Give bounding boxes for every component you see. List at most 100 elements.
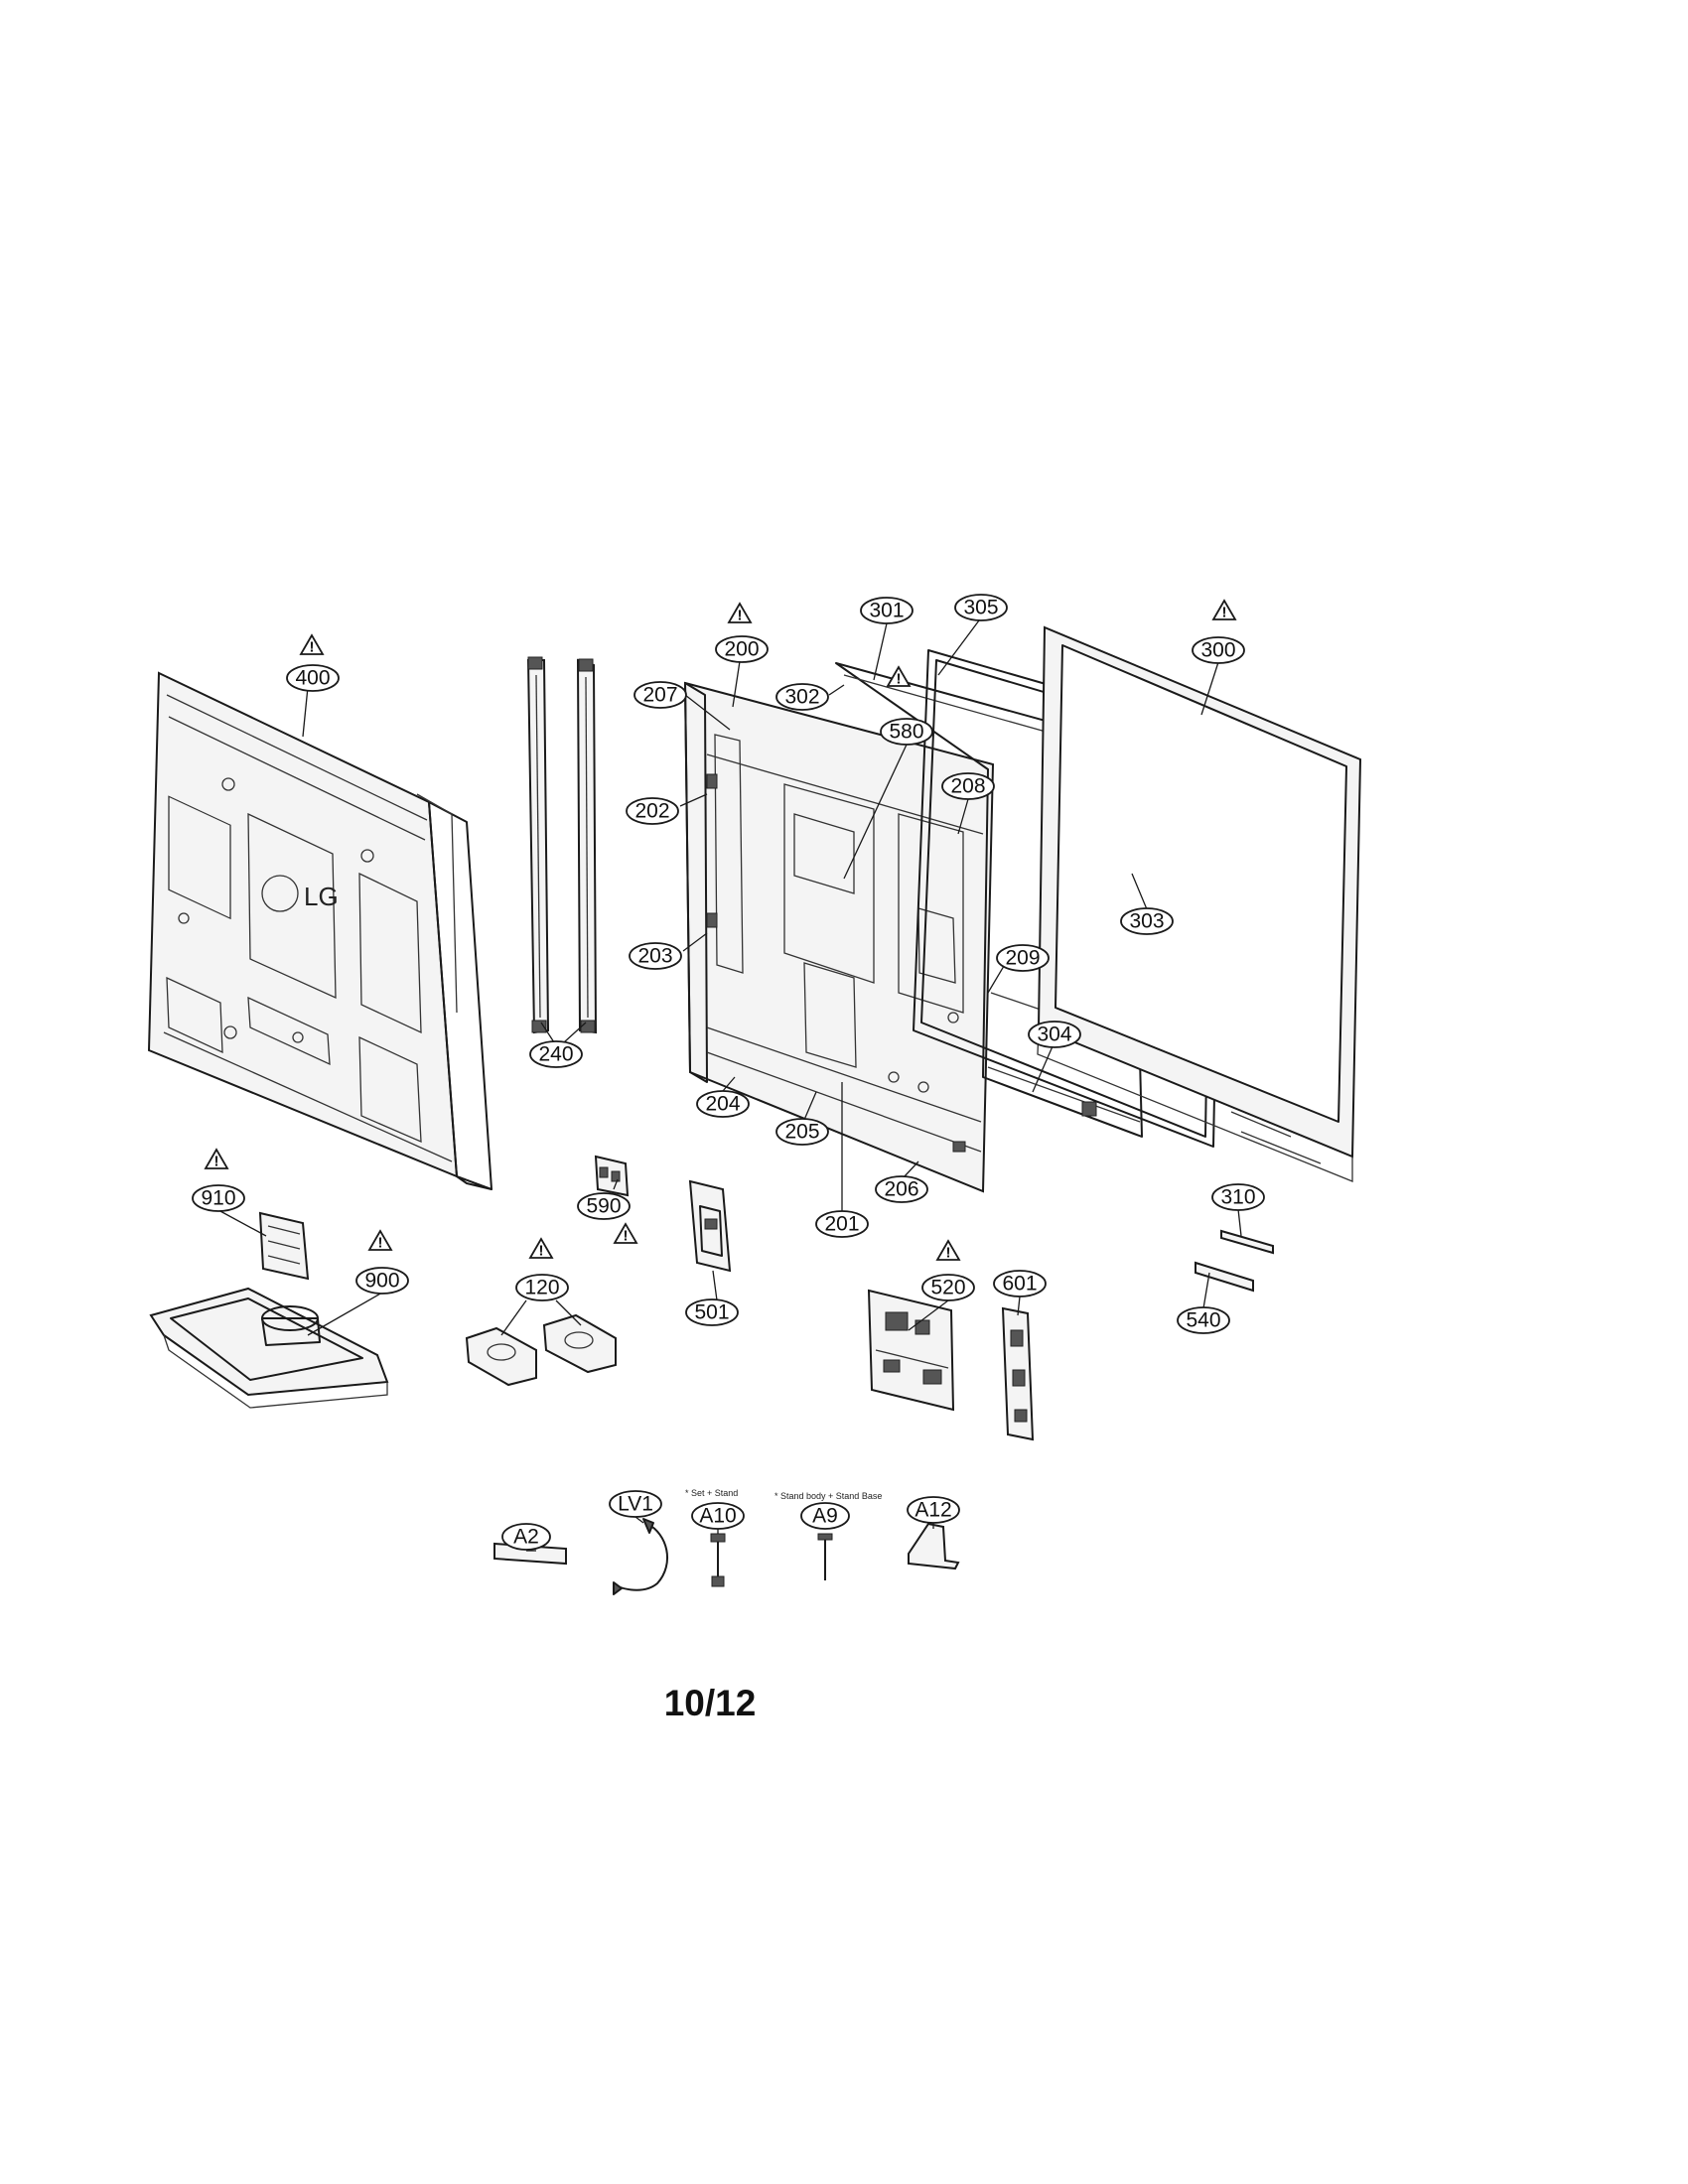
svg-text:LV1: LV1 — [618, 1493, 653, 1516]
svg-text:!: ! — [738, 608, 743, 624]
power-cable-part — [613, 1518, 668, 1595]
svg-text:204: 204 — [705, 1093, 740, 1116]
lg-logo: LG — [261, 875, 339, 912]
warning-icon-590: ! — [613, 1222, 638, 1245]
callout-209: 209 — [996, 944, 1050, 972]
callout-300: 300 — [1192, 636, 1245, 664]
connector-part — [594, 1155, 630, 1197]
svg-text:!: ! — [1222, 605, 1227, 621]
button-strip-part — [1195, 1229, 1274, 1293]
callout-310: 310 — [1211, 1183, 1265, 1211]
callout-303: 303 — [1120, 907, 1174, 935]
svg-text:!: ! — [378, 1235, 383, 1252]
callout-200: 200 — [715, 635, 769, 663]
svg-text:!: ! — [310, 639, 315, 656]
svg-text:501: 501 — [694, 1301, 729, 1324]
svg-text:A10: A10 — [699, 1505, 736, 1528]
svg-text:203: 203 — [637, 945, 672, 968]
svg-text:900: 900 — [364, 1270, 399, 1293]
svg-text:201: 201 — [824, 1213, 859, 1236]
callout-304: 304 — [1028, 1021, 1081, 1048]
svg-text:!: ! — [624, 1228, 629, 1245]
callout-302: 302 — [775, 683, 829, 711]
callout-208: 208 — [941, 772, 995, 800]
front-cabinet-part — [1037, 625, 1362, 1182]
warning-icon-400: ! — [299, 633, 325, 656]
svg-text:!: ! — [539, 1243, 544, 1260]
callout-120: 120 — [515, 1274, 569, 1301]
svg-text:207: 207 — [642, 684, 677, 707]
svg-text:540: 540 — [1186, 1309, 1220, 1332]
screw-a10-part — [710, 1533, 726, 1587]
warning-icon-580: ! — [886, 665, 912, 688]
callout-a12: A12 — [907, 1496, 960, 1524]
callout-400: 400 — [286, 664, 340, 692]
svg-text:!: ! — [214, 1154, 219, 1170]
callout-520: 520 — [921, 1274, 975, 1301]
callout-a2: A2 — [501, 1523, 551, 1551]
warning-icon-300: ! — [1211, 599, 1237, 621]
callout-a9: A9 — [800, 1502, 850, 1530]
svg-text:310: 310 — [1220, 1186, 1255, 1209]
callout-204: 204 — [696, 1090, 750, 1118]
callout-900: 900 — [355, 1267, 409, 1295]
note-a10: * Set + Stand — [685, 1488, 738, 1498]
lg-logo-text: LG — [304, 882, 339, 911]
svg-text:601: 601 — [1002, 1273, 1037, 1296]
callout-lv1: LV1 — [609, 1490, 662, 1518]
callout-540: 540 — [1177, 1306, 1230, 1334]
callout-501: 501 — [685, 1298, 739, 1326]
svg-text:304: 304 — [1037, 1024, 1071, 1046]
callout-601: 601 — [993, 1270, 1047, 1297]
screw-a9-part — [817, 1533, 833, 1580]
callout-206: 206 — [875, 1175, 928, 1203]
warning-icon-910: ! — [204, 1148, 229, 1170]
warning-icon-900: ! — [367, 1229, 393, 1252]
svg-text:300: 300 — [1200, 639, 1235, 662]
main-frame-part — [683, 681, 995, 1193]
svg-text:!: ! — [946, 1245, 951, 1262]
svg-text:520: 520 — [930, 1277, 965, 1299]
warning-icon-120: ! — [528, 1237, 554, 1260]
svg-text:202: 202 — [634, 800, 669, 823]
callout-205: 205 — [775, 1118, 829, 1146]
svg-text:200: 200 — [724, 638, 759, 661]
callout-240: 240 — [529, 1040, 583, 1068]
back-cover-part: LG — [147, 671, 492, 1190]
svg-text:240: 240 — [538, 1043, 573, 1066]
stand-part — [149, 1211, 389, 1409]
callout-201: 201 — [815, 1210, 869, 1238]
svg-text:301: 301 — [869, 600, 904, 622]
callout-301: 301 — [860, 597, 914, 624]
svg-text:208: 208 — [950, 775, 985, 798]
svg-text:120: 120 — [524, 1277, 559, 1299]
svg-text:305: 305 — [963, 597, 998, 619]
callout-203: 203 — [629, 942, 682, 970]
callout-580: 580 — [880, 718, 933, 746]
callout-910: 910 — [192, 1184, 245, 1212]
svg-text:303: 303 — [1129, 910, 1164, 933]
callout-305: 305 — [954, 594, 1008, 621]
svg-text:205: 205 — [784, 1121, 819, 1144]
note-a9: * Stand body + Stand Base — [774, 1491, 882, 1501]
bracket-part — [688, 1179, 732, 1273]
warning-icon-520: ! — [935, 1239, 961, 1262]
svg-text:A12: A12 — [914, 1499, 951, 1522]
page-number: 10/12 — [663, 1683, 757, 1723]
warning-icon-200: ! — [727, 602, 753, 624]
callout-590: 590 — [577, 1192, 631, 1220]
callout-a10: A10 — [691, 1502, 745, 1530]
svg-text:590: 590 — [586, 1195, 621, 1218]
svg-text:A9: A9 — [812, 1505, 838, 1528]
svg-text:400: 400 — [295, 667, 330, 690]
svg-text:!: ! — [897, 671, 902, 688]
side-brackets-part — [526, 656, 598, 1034]
callout-207: 207 — [633, 681, 687, 709]
clip-a12-part — [908, 1522, 960, 1570]
svg-text:A2: A2 — [513, 1526, 539, 1549]
main-board-part — [867, 1289, 955, 1412]
svg-text:209: 209 — [1005, 947, 1040, 970]
svg-text:206: 206 — [884, 1178, 918, 1201]
speakers-part — [465, 1313, 617, 1387]
